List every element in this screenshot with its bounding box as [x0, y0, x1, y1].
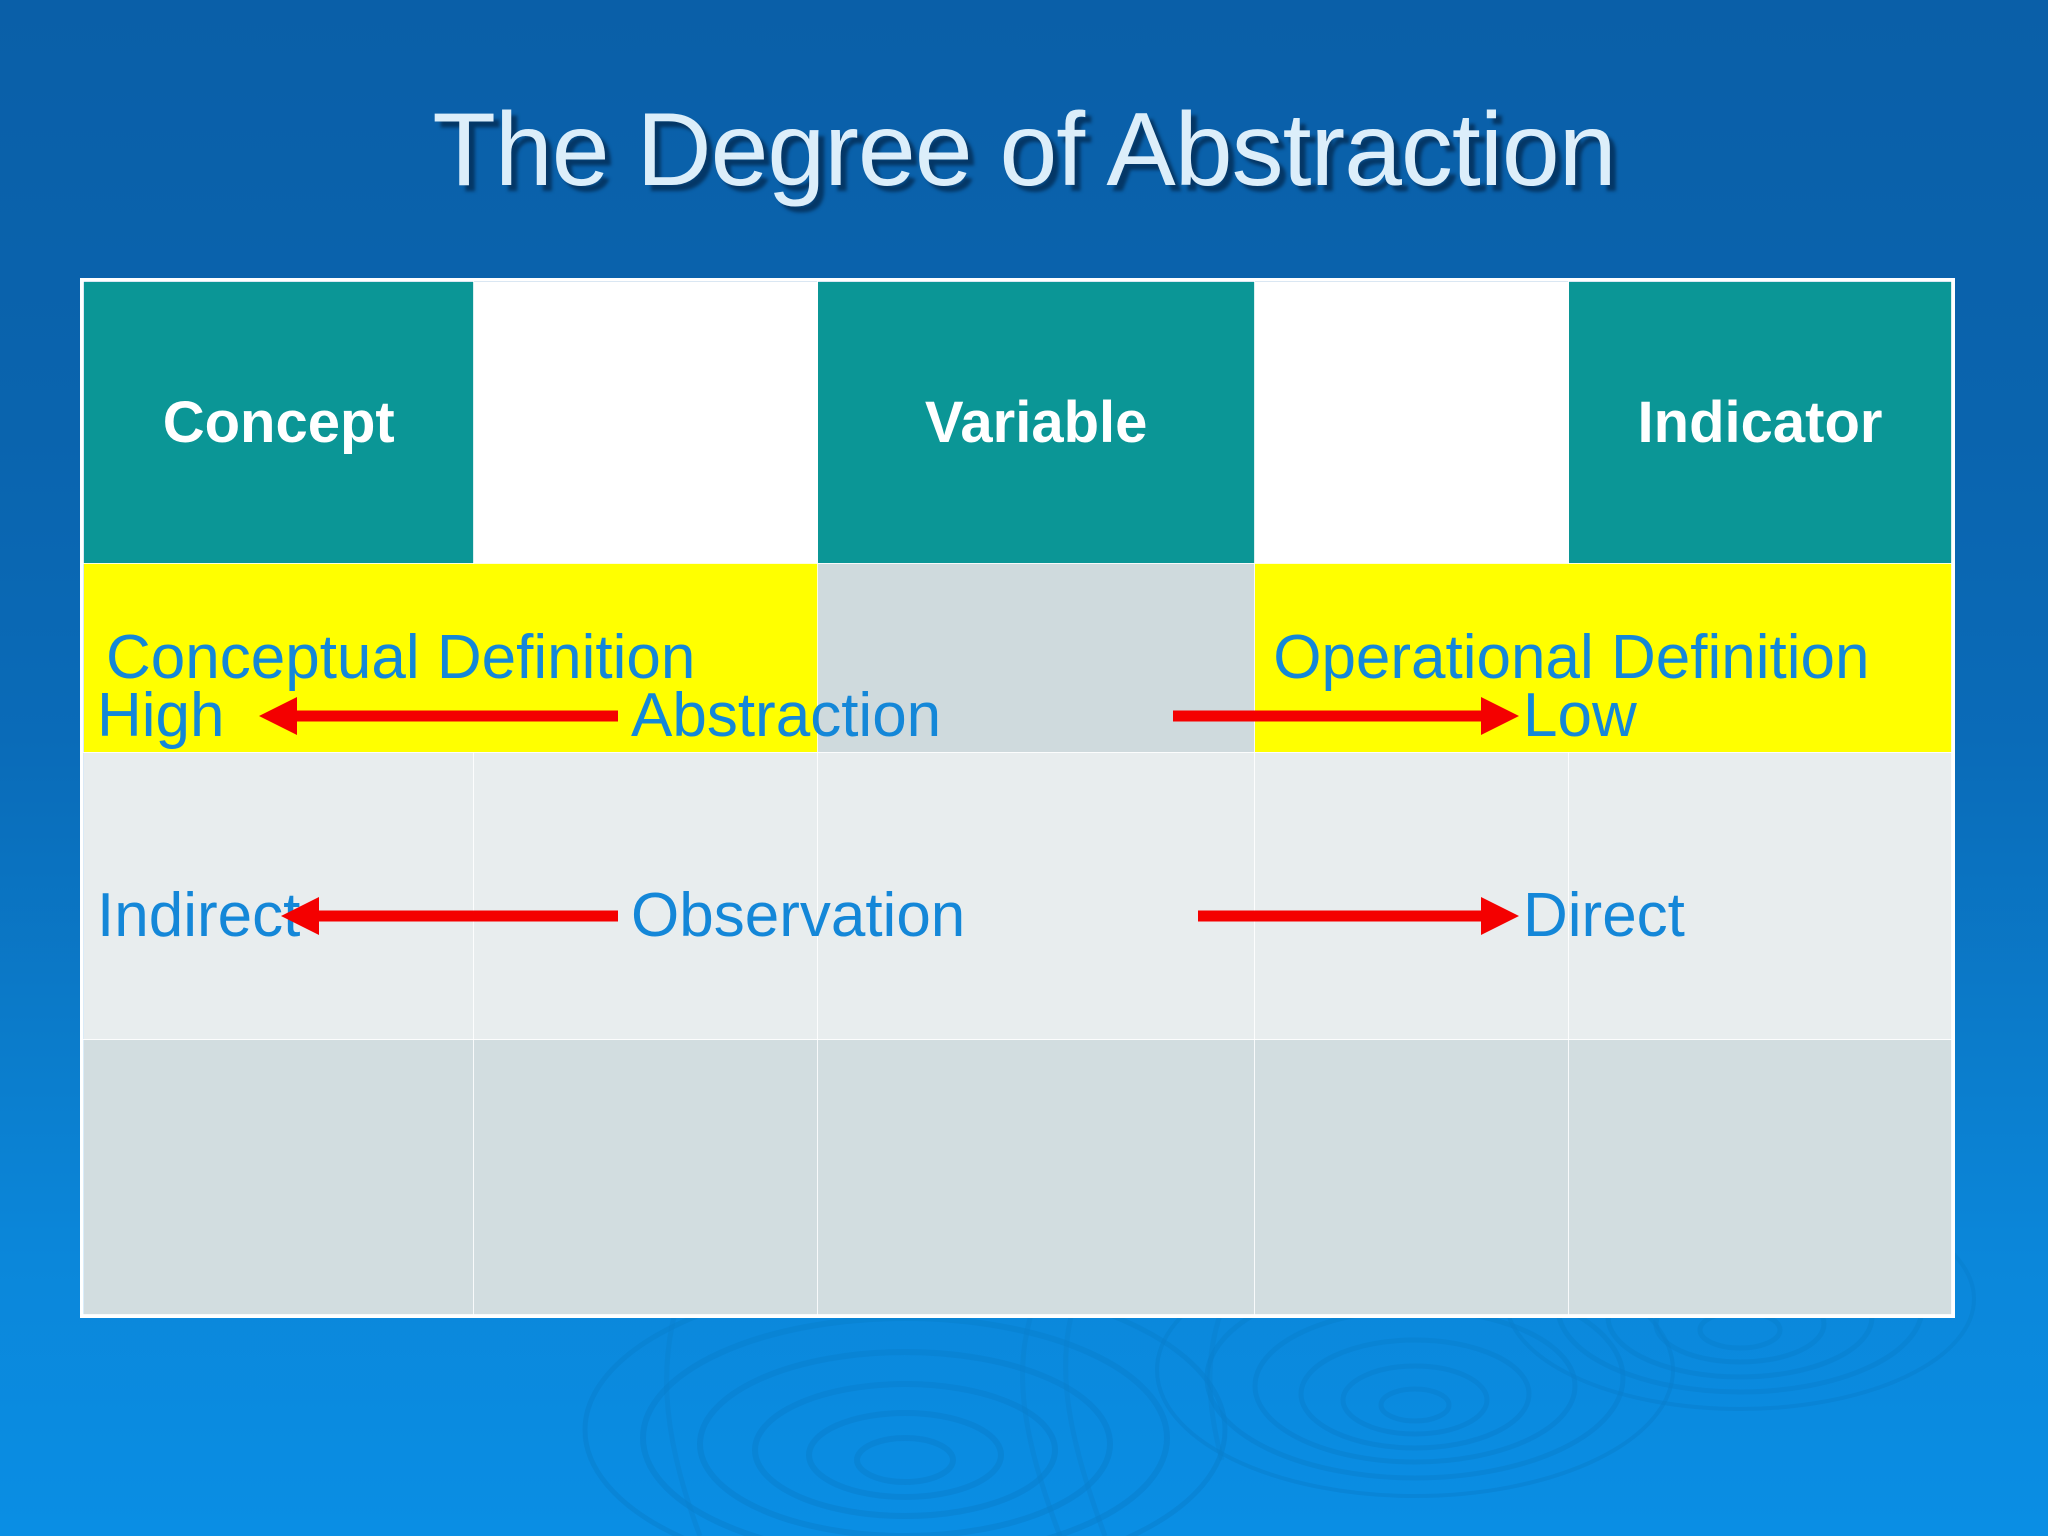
header-cell-variable: Variable [817, 281, 1256, 564]
header-cell-spacer-2 [1254, 281, 1570, 564]
table-row-header: Concept Variable Indicator [82, 281, 1952, 564]
observation-cell-5 [1568, 1039, 1952, 1315]
abstraction-cell-4 [1254, 751, 1570, 1041]
table-row-abstraction [82, 751, 1952, 1041]
abstraction-cell-2 [473, 751, 819, 1041]
header-cell-concept: Concept [82, 281, 475, 564]
label-direct: Direct [1523, 881, 1685, 950]
header-cell-spacer-1 [473, 281, 819, 564]
table-row-observation [82, 1039, 1952, 1315]
arrow-right-abstraction [1173, 697, 1519, 735]
abstraction-cell-5 [1568, 751, 1952, 1041]
label-operational-definition: Operational Definition [1273, 623, 1870, 693]
observation-cell-4 [1254, 1039, 1570, 1315]
abstraction-overlay: High Abstraction Low Low --> [83, 615, 1952, 819]
label-low: Low [1523, 681, 1637, 750]
header-label-variable: Variable [924, 389, 1148, 455]
abstraction-degree-table: Concept Variable Indicator [80, 278, 1955, 1318]
abstraction-arrows: Low --> [259, 697, 1519, 735]
header-label-concept: Concept [162, 389, 395, 455]
header-label-indicator: Indicator [1637, 389, 1883, 455]
label-indirect: Indirect [97, 881, 301, 950]
abstraction-cell-3 [817, 751, 1256, 1041]
label-observation: Observation [631, 881, 966, 950]
observation-cell-2 [473, 1039, 819, 1315]
observation-cell-1 [82, 1039, 475, 1315]
observation-arrows: Direct --> [281, 897, 1519, 935]
arrow-left-observation [281, 897, 618, 935]
abstraction-cell-1 [82, 751, 475, 1041]
arrow-right-observation [1198, 897, 1519, 935]
page-title: The Degree of Abstraction [432, 92, 1616, 208]
label-high: High [97, 681, 225, 750]
table-grid: Concept Variable Indicator [82, 281, 1952, 1315]
arrow-left-abstraction [259, 697, 618, 735]
label-abstraction: Abstraction [631, 681, 942, 750]
header-cell-indicator: Indicator [1568, 281, 1952, 564]
observation-overlay: Indirect Observation Direct Direct --> [83, 819, 1952, 1014]
label-conceptual-definition: Conceptual Definition [106, 623, 696, 693]
observation-cell-3 [817, 1039, 1256, 1315]
table-row-definitions: Conceptual Definition Operational Defini… [82, 562, 1952, 753]
